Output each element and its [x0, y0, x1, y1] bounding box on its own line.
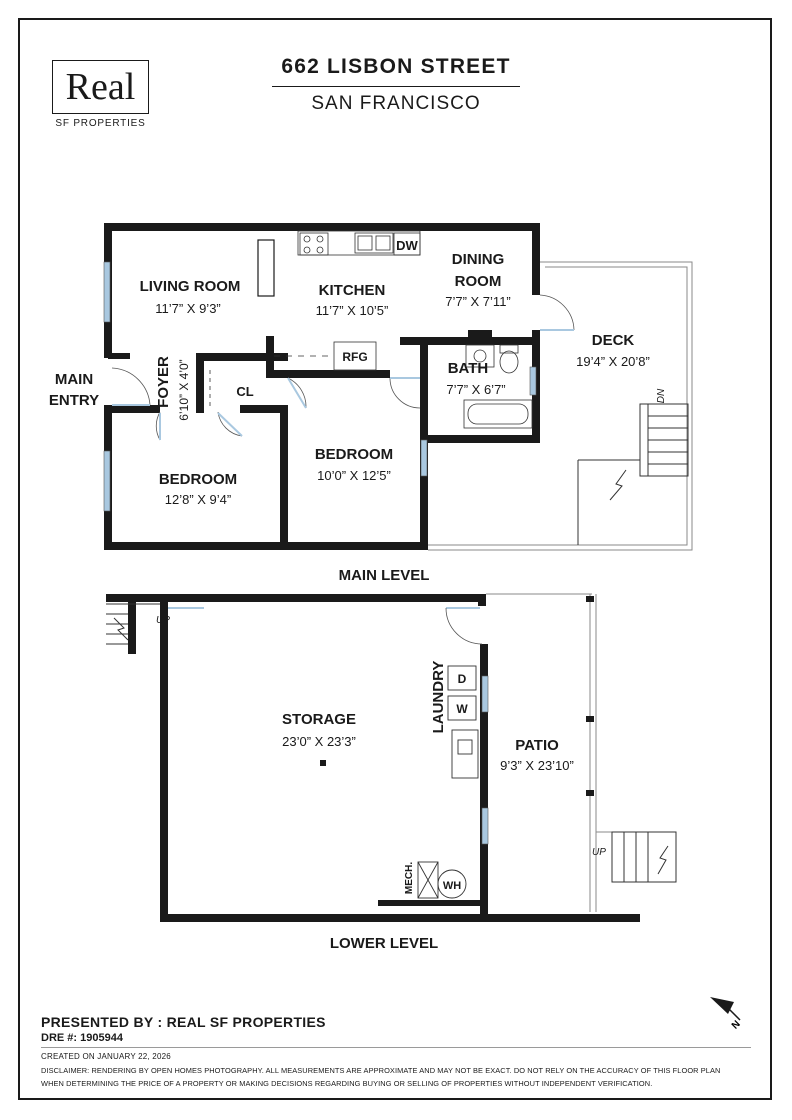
- laundry-label: LAUNDRY: [430, 661, 447, 734]
- created-date: CREATED ON JANUARY 22, 2026: [41, 1052, 171, 1061]
- refrigerator-label: RFG: [342, 350, 367, 364]
- patio-label: PATIO: [515, 737, 559, 754]
- dining-room-dims: 7’7” X 7’11”: [445, 294, 511, 309]
- main-level-plan: [103, 223, 693, 551]
- closet-label: CL: [236, 384, 253, 399]
- north-arrow-label: N: [730, 1019, 743, 1032]
- kitchen-label: KITCHEN: [319, 282, 386, 299]
- deck-stairs: [577, 403, 689, 545]
- storage-label: STORAGE: [282, 711, 356, 728]
- lower-level-caption: LOWER LEVEL: [330, 935, 438, 952]
- logo-subtitle: SF PROPERTIES: [55, 118, 146, 129]
- deck-label: DECK: [592, 332, 635, 349]
- disclaimer-line-1: DISCLAIMER: RENDERING BY OPEN HOMES PHOT…: [41, 1066, 721, 1075]
- title-divider: [272, 86, 520, 87]
- bedroom-1-label: BEDROOM: [159, 471, 237, 488]
- mech-label: MECH.: [404, 862, 415, 894]
- patio-outline: [486, 593, 676, 912]
- property-address: 662 LISBON STREET: [281, 55, 511, 78]
- main-level-windows: [103, 261, 537, 512]
- dryer-label: D: [458, 672, 467, 686]
- main-entry-label-line2: ENTRY: [49, 392, 99, 409]
- lower-level-windows: [481, 675, 489, 845]
- footer-divider: [41, 1047, 751, 1048]
- deck-stairs-dn-label: DN: [656, 388, 667, 403]
- dining-room-label-line2: ROOM: [455, 273, 502, 290]
- dre-number: DRE #: 1905944: [41, 1032, 123, 1044]
- living-room-label: LIVING ROOM: [140, 278, 241, 295]
- main-level-caption: MAIN LEVEL: [339, 567, 430, 584]
- living-room-dims: 11’7” X 9’3”: [155, 301, 221, 316]
- brand-logo: Real: [52, 60, 149, 114]
- kitchen-dims: 11’7” X 10’5”: [316, 303, 389, 318]
- lower-level-doors: [168, 607, 483, 645]
- bedroom-2-label: BEDROOM: [315, 446, 393, 463]
- bath-label: BATH: [448, 360, 489, 377]
- bath-dims: 7’7” X 6’7”: [446, 382, 505, 397]
- lower-left-stairs: [106, 603, 160, 645]
- presented-by: PRESENTED BY : REAL SF PROPERTIES: [41, 1014, 326, 1030]
- washer-label: W: [456, 702, 468, 716]
- bedroom-2-dims: 10’0” X 12’5”: [317, 468, 391, 483]
- foyer-label: FOYER: [155, 356, 172, 408]
- lower-level-plan: [106, 593, 677, 922]
- dishwasher-label: DW: [396, 238, 418, 253]
- north-arrow-icon: N: [710, 997, 743, 1032]
- lower-level-labels: UP STORAGE 23’0” X 23’3” LAUNDRY D W PAT…: [156, 615, 606, 952]
- disclaimer-line-2: WHEN DETERMINING THE PRICE OF A PROPERTY…: [41, 1079, 653, 1088]
- deck-dims: 19’4” X 20’8”: [576, 354, 650, 369]
- patio-stairs: [611, 831, 677, 883]
- bath-fixtures: [463, 344, 533, 429]
- main-level-doors: [111, 294, 575, 441]
- storage-dims: 23’0” X 23’3”: [282, 734, 356, 749]
- main-level-labels: LIVING ROOM 11’7” X 9’3” KITCHEN 11’7” X…: [49, 238, 667, 584]
- foyer-dims: 6’10” X 4’0”: [177, 359, 191, 420]
- page-frame: [18, 18, 772, 1100]
- property-city: SAN FRANCISCO: [311, 93, 481, 114]
- main-entry-label-line1: MAIN: [55, 371, 93, 388]
- patio-dims: 9’3” X 23’10”: [500, 758, 574, 773]
- stairs-up-right-label: UP: [592, 847, 606, 858]
- water-heater-label: WH: [443, 880, 461, 892]
- kitchen-fixtures: [274, 230, 421, 371]
- lower-level-fixtures: [320, 665, 479, 899]
- logo-wordmark: Real: [65, 66, 136, 108]
- deck-outline: [428, 261, 693, 551]
- stairs-up-left-label: UP: [156, 615, 170, 626]
- lower-level-walls: [106, 594, 640, 922]
- dining-room-label-line1: DINING: [452, 251, 505, 268]
- bedroom-1-dims: 12’8” X 9’4”: [165, 492, 231, 507]
